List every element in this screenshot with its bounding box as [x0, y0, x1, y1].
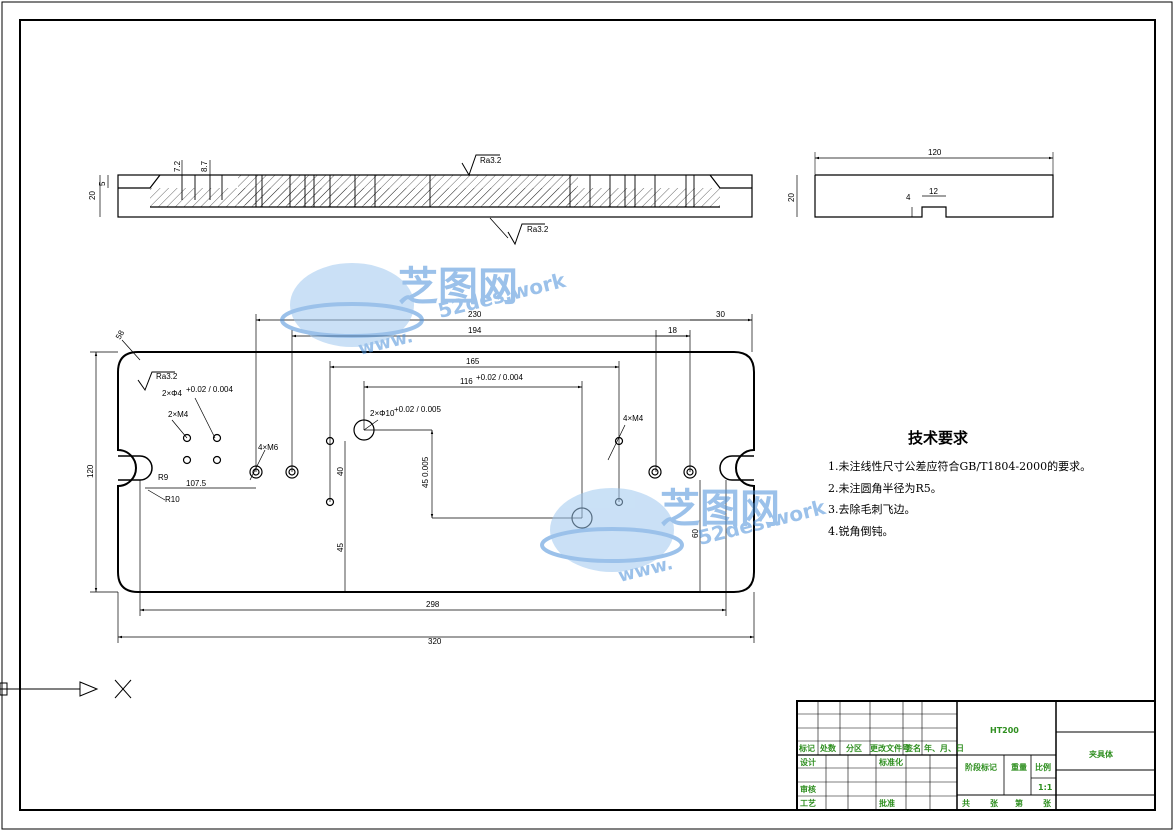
tb-material: HT200: [990, 726, 1019, 735]
plan-dim-18: 18: [668, 326, 677, 335]
front-step-dim: 5: [98, 181, 107, 186]
tb-date: 年、月、日: [924, 743, 964, 753]
front-height-dim: 20: [88, 191, 97, 200]
tb-sheets-unit2: 张: [1043, 799, 1052, 808]
requirement-2: 2.未注圆角半径为R5。: [828, 481, 942, 495]
plan-note-ra: Ra3.2: [156, 372, 178, 381]
watermark-bottom: 芝图网 52des.work www.: [540, 486, 829, 587]
plan-dim-45: 45: [336, 543, 345, 552]
tb-scale: 1:1: [1038, 783, 1053, 792]
svg-text:芝图网: 芝图网: [398, 264, 518, 310]
tb-weight: 重量: [1011, 762, 1027, 772]
svg-text:芝图网: 芝图网: [660, 486, 780, 532]
plan-note-4xm6: 4×M6: [258, 443, 279, 452]
plan-dim-120: 120: [86, 464, 95, 478]
title-block: [796, 700, 1156, 811]
side-slot-width: 12: [929, 187, 938, 196]
tb-change-doc: 更改文件号: [870, 743, 910, 753]
plan-note-2xphi4-tol: +0.02 / 0.004: [186, 385, 233, 394]
plan-note-2xphi4: 2×Φ4: [162, 389, 183, 398]
tb-stage-mark: 阶段标记: [965, 762, 997, 772]
plan-note-2xphi10: 2×Φ10: [370, 409, 395, 418]
side-slot-depth: 4: [906, 193, 911, 202]
plan-dim-116-tol: +0.02 / 0.004: [476, 373, 523, 382]
plan-dim-30: 30: [716, 310, 725, 319]
tb-review: 审核: [800, 784, 816, 794]
plan-note-2xm4: 2×M4: [168, 410, 189, 419]
front-depth1-dim: 7.2: [173, 160, 182, 172]
watermark-top: 芝图网 52des.work www.: [280, 263, 569, 360]
front-section-view: [99, 154, 753, 246]
side-view: [796, 152, 1054, 218]
plan-dim-60: 60: [691, 529, 700, 538]
tb-zone: 分区: [846, 743, 862, 753]
tb-part-name: 夹具体: [1089, 749, 1114, 759]
tb-sign: 签名: [904, 743, 921, 753]
requirement-3: 3.去除毛刺飞边。: [828, 502, 916, 516]
tb-process: 工艺: [800, 798, 816, 808]
plan-dim-320: 320: [428, 637, 442, 646]
plan-note-2xphi10-tol: +0.02 / 0.005: [394, 405, 441, 414]
plan-dim-116: 116: [460, 377, 473, 386]
requirement-1: 1.未注线性尺寸公差应符合GB/T1804-2000的要求。: [828, 459, 1091, 473]
plan-dim-45-vert: 45 0.005: [421, 456, 430, 488]
plan-dim-230: 230: [468, 310, 482, 319]
tb-approve: 批准: [879, 798, 895, 808]
plan-dim-r9: R9: [158, 473, 169, 482]
plan-dim-107: 107.5: [186, 479, 207, 488]
side-top-dim: 120: [928, 148, 942, 157]
tb-count: 处数: [819, 743, 837, 753]
plan-note-4xm4: 4×M4: [623, 414, 644, 423]
plan-dim-194: 194: [468, 326, 482, 335]
inner-frame: [19, 19, 1156, 811]
side-height-dim: 20: [787, 193, 796, 202]
front-depth2-dim: 8.7: [200, 160, 209, 172]
tb-mark: 标记: [798, 743, 815, 753]
plan-dim-165: 165: [466, 357, 480, 366]
tb-sheets-unit1: 张: [990, 799, 999, 808]
requirement-4: 4.锐角倒钝。: [828, 524, 894, 538]
plan-dim-298: 298: [426, 600, 440, 609]
tb-sheets-no: 第: [1015, 798, 1023, 808]
tb-design: 设计: [800, 757, 816, 767]
tb-scale-label: 比例: [1035, 762, 1051, 772]
plan-dim-r10: R10: [165, 495, 180, 504]
tb-standardize: 标准化: [878, 757, 903, 767]
front-rough-bottom: Ra3.2: [527, 225, 549, 234]
requirements-title: 技术要求: [908, 429, 969, 447]
orientation-mark: [0, 679, 132, 699]
tb-sheets-total: 共: [962, 798, 970, 808]
plan-dim-58: 58: [114, 328, 127, 341]
front-rough-top: Ra3.2: [480, 156, 502, 165]
plan-dim-40: 40: [336, 467, 345, 476]
